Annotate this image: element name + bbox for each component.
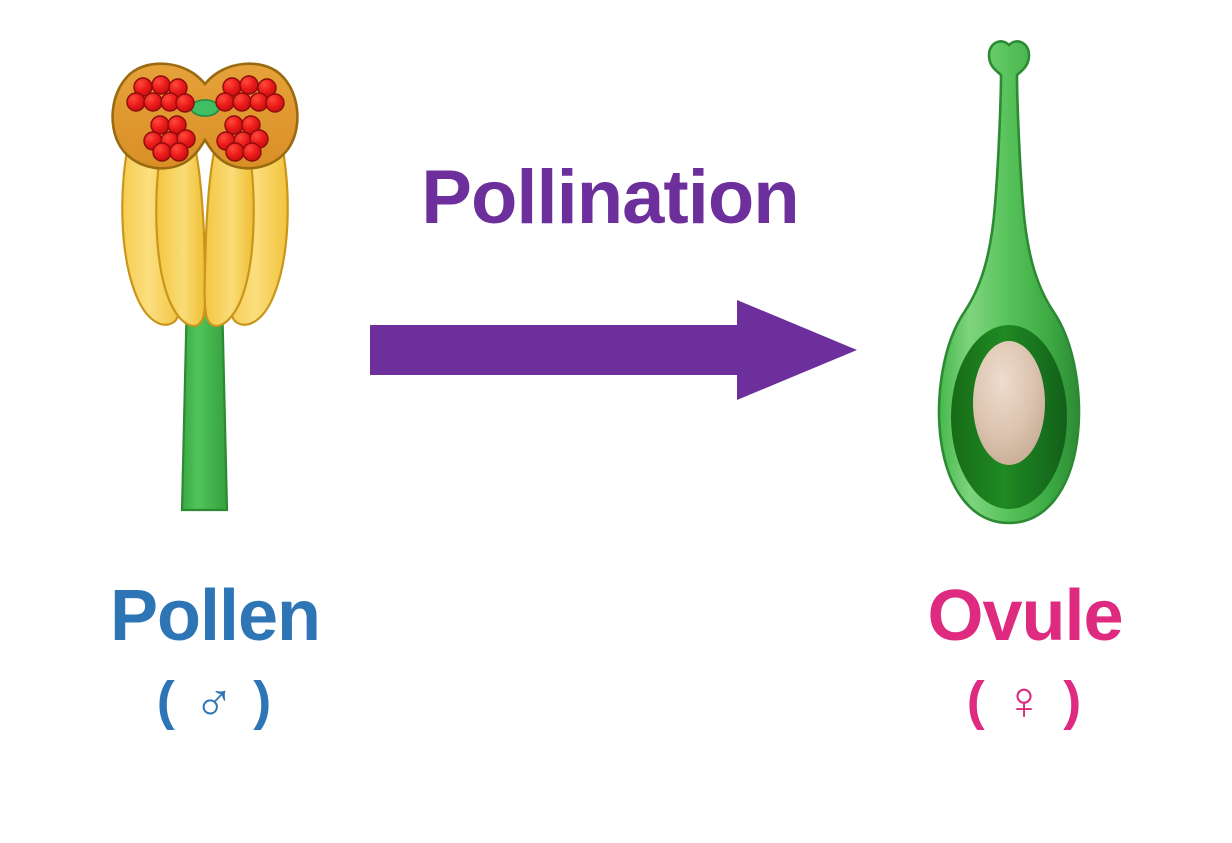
ovule-label: Ovule [927,576,1123,656]
stamen-cross-section-svg [111,62,299,512]
ovule-pistil-figure [905,25,1115,545]
male-symbol: ( ♂ ) [156,671,274,731]
pollination-process-group: Pollination [350,160,870,410]
pistil-cross-section-svg [937,40,1081,525]
pollen-label: Pollen [109,576,321,656]
right-arrow-icon [370,300,857,400]
pollen-stamen-figure [90,40,320,540]
filament [180,293,229,512]
pollen-grain-cluster-upper-right [215,75,285,113]
pollen-grain-cluster-upper-left [126,75,195,113]
nucellus-embryo-sac [973,341,1045,465]
pollination-label: Pollination [421,155,799,240]
female-symbol: ( ♀ ) [966,671,1084,731]
connective-tissue-dot [190,99,220,117]
pollen-caption-block: Pollen ( ♂ ) [40,580,390,728]
ovule-caption-block: Ovule ( ♀ ) [850,580,1200,728]
pollen-grain-cluster-lower-right [216,115,269,162]
pollen-grain-cluster-lower-left [143,115,196,162]
